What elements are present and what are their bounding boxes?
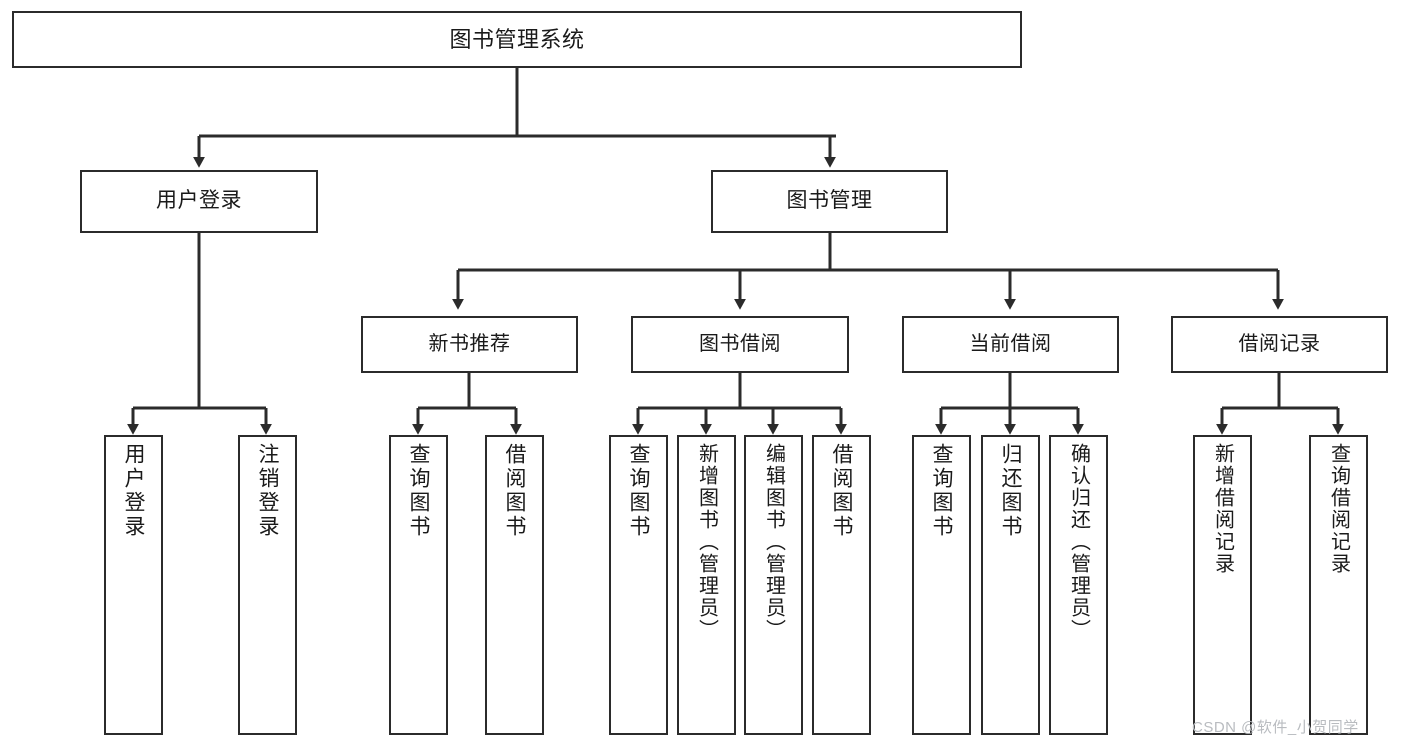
node-leaf-logout-label: 注销登录 xyxy=(256,443,279,539)
node-new-book-rec-label: 新书推荐 xyxy=(428,332,511,355)
node-current-borrow-label: 当前借阅 xyxy=(969,332,1052,355)
node-leaf-add-book[interactable]: 新增图书（管理员） xyxy=(677,435,736,735)
node-leaf-borrow-book-a-label: 借阅图书 xyxy=(503,443,526,539)
node-leaf-borrow-book-a[interactable]: 借阅图书 xyxy=(485,435,544,735)
node-leaf-query-record-label: 查询借阅记录 xyxy=(1327,443,1350,575)
node-leaf-query-book-a[interactable]: 查询图书 xyxy=(389,435,448,735)
node-leaf-query-book-b[interactable]: 查询图书 xyxy=(609,435,668,735)
node-current-borrow[interactable]: 当前借阅 xyxy=(902,316,1119,373)
node-book-manage[interactable]: 图书管理 xyxy=(711,170,948,233)
node-leaf-confirm-return[interactable]: 确认归还（管理员） xyxy=(1049,435,1108,735)
node-leaf-edit-book-label: 编辑图书（管理员） xyxy=(762,443,785,641)
node-leaf-return-book[interactable]: 归还图书 xyxy=(981,435,1040,735)
node-user-login-label: 用户登录 xyxy=(156,189,242,213)
node-leaf-edit-book[interactable]: 编辑图书（管理员） xyxy=(744,435,803,735)
node-book-borrow-label: 图书借阅 xyxy=(699,332,781,355)
node-leaf-user-login-label: 用户登录 xyxy=(122,443,145,539)
node-leaf-add-record-label: 新增借阅记录 xyxy=(1211,443,1234,575)
node-leaf-query-book-a-label: 查询图书 xyxy=(407,443,430,539)
node-leaf-borrow-book-b[interactable]: 借阅图书 xyxy=(812,435,871,735)
node-user-login[interactable]: 用户登录 xyxy=(80,170,318,233)
node-leaf-query-book-c[interactable]: 查询图书 xyxy=(912,435,971,735)
node-leaf-query-record[interactable]: 查询借阅记录 xyxy=(1309,435,1368,735)
node-borrow-record[interactable]: 借阅记录 xyxy=(1171,316,1388,373)
node-leaf-logout[interactable]: 注销登录 xyxy=(238,435,297,735)
node-leaf-return-book-label: 归还图书 xyxy=(999,443,1022,539)
node-leaf-confirm-return-label: 确认归还（管理员） xyxy=(1067,443,1090,641)
node-book-borrow[interactable]: 图书借阅 xyxy=(631,316,849,373)
node-root[interactable]: 图书管理系统 xyxy=(12,11,1022,68)
node-new-book-rec[interactable]: 新书推荐 xyxy=(361,316,578,373)
node-borrow-record-label: 借阅记录 xyxy=(1238,332,1321,355)
node-leaf-query-book-b-label: 查询图书 xyxy=(627,443,650,539)
node-leaf-query-book-c-label: 查询图书 xyxy=(930,443,953,539)
node-leaf-add-book-label: 新增图书（管理员） xyxy=(695,443,718,641)
node-book-manage-label: 图书管理 xyxy=(786,189,873,213)
node-leaf-borrow-book-b-label: 借阅图书 xyxy=(830,443,853,539)
node-root-label: 图书管理系统 xyxy=(449,26,585,52)
node-leaf-add-record[interactable]: 新增借阅记录 xyxy=(1193,435,1252,735)
node-leaf-user-login[interactable]: 用户登录 xyxy=(104,435,163,735)
